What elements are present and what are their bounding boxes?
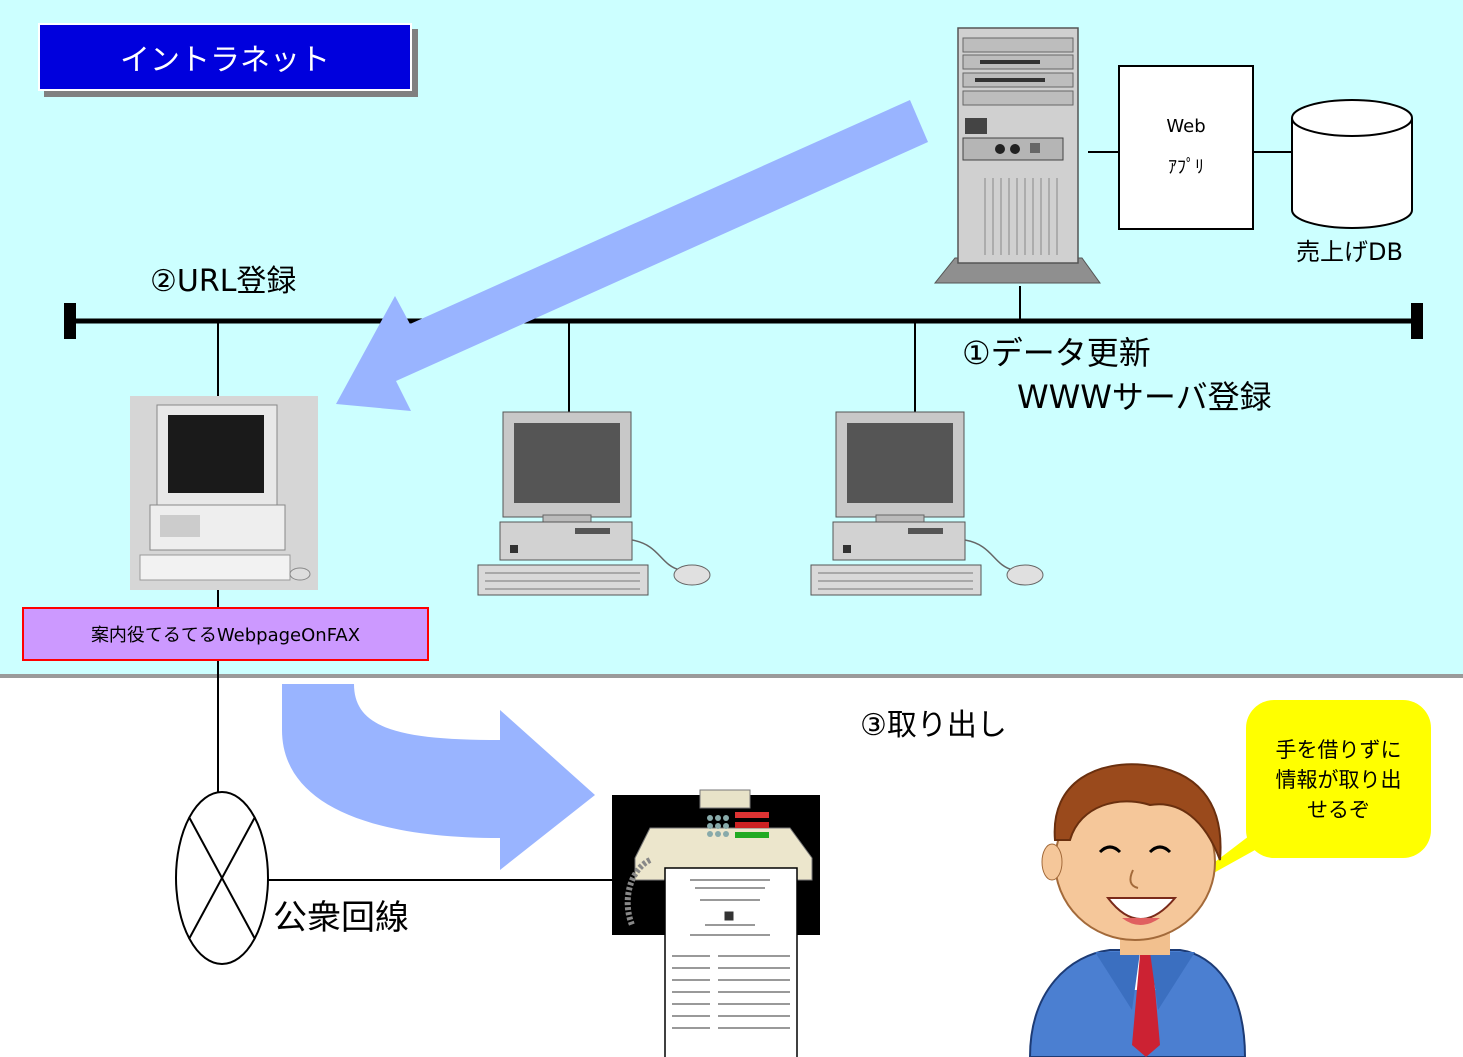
web-app-box: Web ｱﾌﾟﾘ	[1118, 65, 1254, 230]
web-app-label-line1: Web	[1166, 116, 1206, 137]
fax-machine	[612, 789, 820, 1057]
speech-line-3: せるぞ	[1307, 798, 1370, 822]
businessman-figure	[1028, 763, 1247, 1057]
speech-line-2: 情報が取り出	[1275, 768, 1402, 792]
url-register-arrow	[336, 100, 928, 411]
connection-lines	[217, 151, 1292, 881]
step-retrieve-label: ③取り出し	[860, 708, 1007, 743]
step-server-register-label: WWWサーバ登録	[1017, 378, 1272, 416]
client-pc	[130, 396, 318, 590]
exchange-symbol	[175, 791, 269, 965]
speech-bubble-text: 手を借りずに 情報が取り出 せるぞ	[1256, 735, 1421, 825]
network-backbone	[64, 303, 1423, 339]
server-tower	[933, 27, 1101, 284]
desktop-pc-2	[810, 411, 1044, 596]
public-line-label: 公衆回線	[273, 898, 409, 938]
speech-line-1: 手を借りずに	[1275, 738, 1402, 762]
web-app-label-line2: ｱﾌﾟﾘ	[1168, 157, 1204, 178]
desktop-pc-1	[477, 411, 711, 596]
client-label: 案内役てるてるWebpageOnFAX	[22, 607, 429, 661]
step-data-update-label: ①データ更新	[962, 334, 1151, 372]
intranet-title: イントラネット	[38, 23, 412, 91]
step-url-register-label: ②URL登録	[150, 264, 297, 299]
database-cylinder	[1291, 99, 1413, 229]
database-label: 売上げDB	[1296, 238, 1403, 266]
retrieve-arrow	[282, 684, 595, 870]
